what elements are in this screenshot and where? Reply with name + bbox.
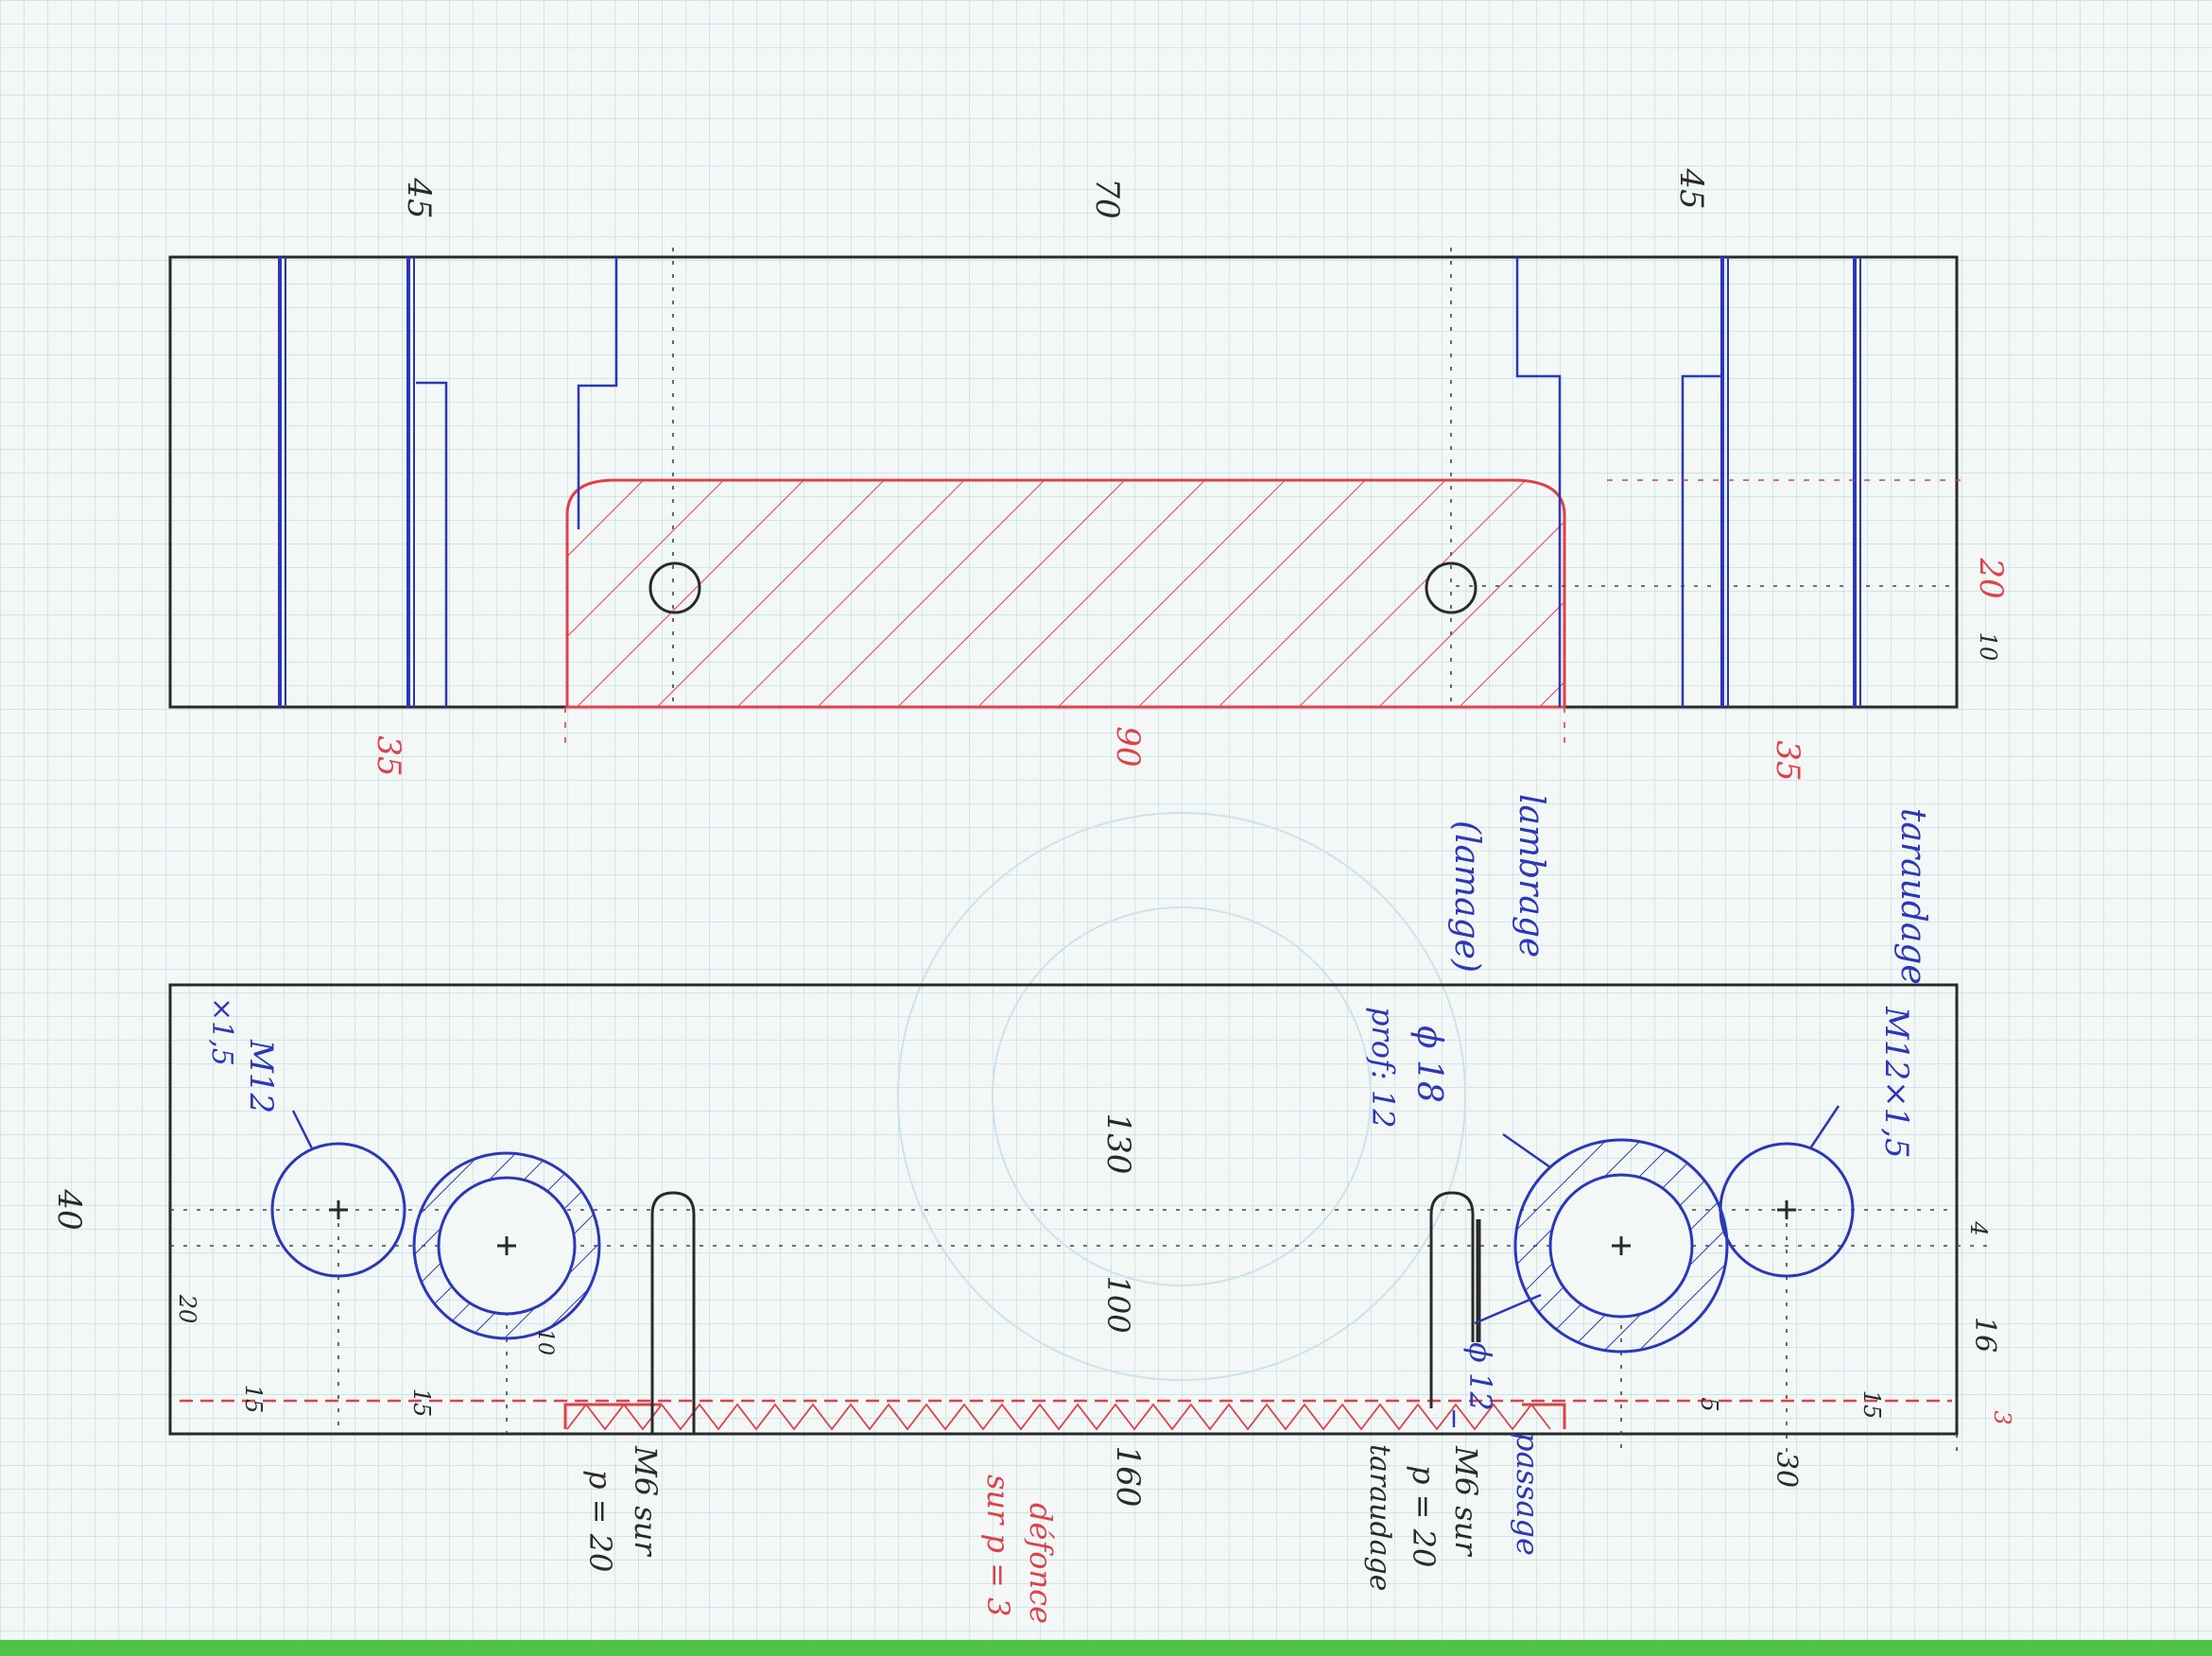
dim-90: 90 — [1109, 726, 1147, 767]
note-phi12: ϕ 12 — [1462, 1342, 1498, 1411]
dim-4: 4 — [1965, 1220, 1992, 1235]
note-m12-right: M12×1,5 — [1877, 1006, 1915, 1159]
note-m6-right: M6 sur — [1448, 1445, 1484, 1557]
defonce-zigzag — [566, 1403, 1551, 1431]
dim-40: 40 — [50, 1188, 88, 1230]
note-lamage: (lamage) — [1447, 820, 1486, 973]
defonce-mark-left — [563, 1403, 662, 1429]
pin-hole-left — [648, 561, 701, 614]
dim-15-c: 15 — [1858, 1390, 1885, 1420]
dim-10: 10 — [533, 1329, 557, 1355]
dim-160: 160 — [1109, 1446, 1147, 1508]
note-defonce: défonce — [1023, 1503, 1059, 1624]
bottom-view: 40 130 100 160 20 15 15 10 5 15 30 16 4 … — [50, 983, 2015, 1624]
dim-30: 30 — [1770, 1452, 1803, 1488]
note-m6-left-depth: p = 20 — [582, 1470, 618, 1572]
note-m6-right-depth: p = 20 — [1406, 1465, 1442, 1567]
dim-130: 130 — [1099, 1113, 1137, 1175]
note-m12-left-pitch: ×1,5 — [205, 997, 238, 1066]
note-taraudage-top: taraudage — [1893, 808, 1932, 985]
green-band — [0, 1640, 2212, 1656]
dim-35-left: 35 — [370, 735, 407, 776]
dim-16: 16 — [1968, 1317, 2001, 1353]
leader-lines — [291, 1105, 1840, 1427]
dim-10-small: 10 — [1975, 632, 2001, 662]
note-lambrage: lambrage — [1512, 794, 1550, 957]
dim-100: 100 — [1100, 1275, 1136, 1333]
faint-circles — [897, 812, 1466, 1381]
m6-slot-left — [650, 1191, 696, 1434]
note-prof12: prof: 12 — [1365, 1007, 1401, 1129]
pocket-section — [565, 478, 1566, 709]
note-passage: passage — [1510, 1432, 1546, 1556]
top-view: 45 70 45 35 90 35 20 10 — [168, 167, 2010, 782]
center-crosses — [329, 1200, 1796, 1255]
note-phi18: ϕ 18 — [1409, 1026, 1448, 1103]
dim-20-red: 20 — [1972, 557, 2010, 598]
dim-45-right: 45 — [1672, 167, 1710, 209]
annotations-middle: lambrage (lamage) taraudage — [1447, 794, 1932, 985]
m12-hole-left — [270, 1142, 406, 1278]
pin-hole-right — [1425, 561, 1478, 614]
dim-3: 3 — [1989, 1410, 2015, 1424]
dim-20: 20 — [174, 1294, 200, 1324]
defonce-mark-right — [1522, 1403, 1566, 1429]
note-m12-left: M12 — [242, 1039, 280, 1113]
dim-70: 70 — [1088, 178, 1126, 218]
note-defonce-depth: sur p = 3 — [980, 1475, 1016, 1617]
thread-lines — [278, 257, 1861, 707]
dim-15-a: 15 — [240, 1385, 267, 1414]
dim-35-right: 35 — [1769, 740, 1806, 781]
m6-slot-right — [1429, 1191, 1475, 1408]
red-dashed-line — [564, 479, 1966, 747]
dim-5: 5 — [1696, 1397, 1722, 1411]
note-m6-right-taraudage: taraudage — [1363, 1444, 1396, 1592]
dim-45-left: 45 — [400, 177, 438, 218]
note-m6-left: M6 sur — [628, 1445, 664, 1557]
dim-15-b: 15 — [408, 1389, 435, 1418]
